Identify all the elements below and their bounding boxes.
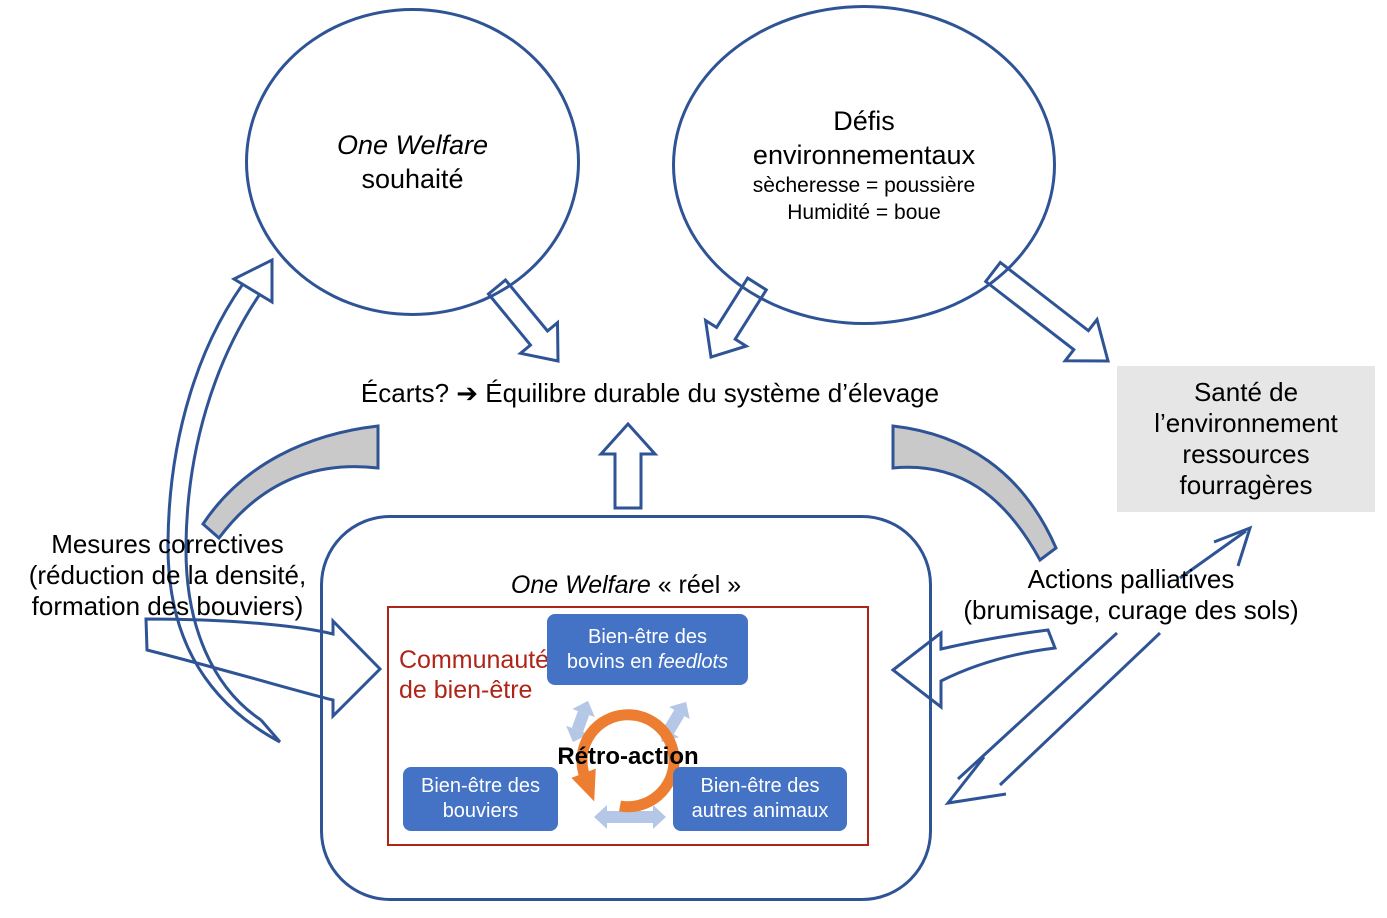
palliative-line-1: Actions palliatives bbox=[1027, 564, 1235, 594]
other-animals-welfare-box: Bien-être des autres animaux bbox=[673, 767, 847, 831]
env-health-line-3: ressources bbox=[1182, 439, 1310, 469]
real-title-italic: One Welfare bbox=[510, 571, 651, 599]
arrow-corrective-to-desired-curve bbox=[166, 272, 282, 744]
feedback-label: Rétro-action bbox=[557, 743, 699, 770]
palliative-actions-label: Actions palliatives (brumisage, curage d… bbox=[942, 564, 1320, 626]
cattle-line-1: Bien-être des bbox=[588, 625, 707, 648]
community-line-1: Communauté bbox=[399, 646, 550, 674]
ellipse-env-challenges: Défis environnementaux sècheresse = pous… bbox=[672, 5, 1056, 325]
arrow-corrective-to-desired-head bbox=[230, 257, 274, 305]
env-health-line-4: fourragères bbox=[1179, 470, 1313, 500]
cattle-welfare-box: Bien-être des bovins en feedlots bbox=[547, 614, 748, 685]
challenges-title-2: environnementaux bbox=[752, 140, 976, 170]
palliative-line-2: (brumisage, curage des sols) bbox=[963, 595, 1299, 625]
community-line-2: de bien-être bbox=[399, 676, 533, 704]
others-line-1: Bien-être des bbox=[700, 775, 820, 797]
herders-welfare-box: Bien-être des bouviers bbox=[403, 767, 558, 831]
env-health-line-2: l’environnement bbox=[1154, 408, 1338, 438]
cattle-line-2: bovins en feedlots bbox=[567, 650, 728, 675]
corrective-measures-label: Mesures correctives (réduction de la den… bbox=[0, 529, 335, 622]
welfare-community-label: Communauté de bien-être bbox=[399, 645, 549, 705]
real-title-rest: « réel » bbox=[650, 571, 742, 599]
env-health-line-1: Santé de bbox=[1193, 377, 1299, 407]
others-line-2: autres animaux bbox=[691, 800, 829, 822]
real-one-welfare-box bbox=[320, 515, 932, 901]
arrow-env-health-down-left bbox=[944, 631, 1162, 806]
arrow-challenges-to-env-health bbox=[983, 260, 1110, 363]
ellipse-one-welfare-desired: One Welfare souhaité bbox=[245, 8, 580, 316]
gray-band-right-arc bbox=[891, 424, 1058, 563]
desired-subtitle: souhaité bbox=[361, 164, 464, 194]
desired-title: One Welfare bbox=[336, 130, 489, 160]
cattle-line-2-prefix: bovins en bbox=[566, 650, 659, 673]
arrow-real-to-balance bbox=[597, 421, 659, 510]
corrective-line-1: Mesures correctives bbox=[51, 529, 284, 559]
real-one-welfare-title: One Welfare « réel » bbox=[320, 570, 932, 600]
herders-line-1: Bien-être des bbox=[421, 775, 540, 797]
challenges-detail-1: sècheresse = poussière bbox=[752, 174, 976, 197]
corrective-line-3: formation des bouviers) bbox=[31, 591, 304, 621]
env-health-box: Santé de l’environnement ressources four… bbox=[1117, 366, 1375, 512]
welfare-community-box bbox=[387, 606, 869, 846]
gray-band-left-arc bbox=[201, 424, 380, 541]
herders-line-2: bouviers bbox=[442, 800, 519, 822]
cattle-line-2-italic: feedlots bbox=[658, 650, 729, 673]
corrective-line-2: (réduction de la densité, bbox=[28, 560, 307, 590]
challenges-detail-2: Humidité = boue bbox=[787, 201, 941, 224]
balance-question: Écarts? ➔ Équilibre durable du système d… bbox=[360, 378, 940, 408]
challenges-title-1: Défis bbox=[833, 106, 895, 136]
